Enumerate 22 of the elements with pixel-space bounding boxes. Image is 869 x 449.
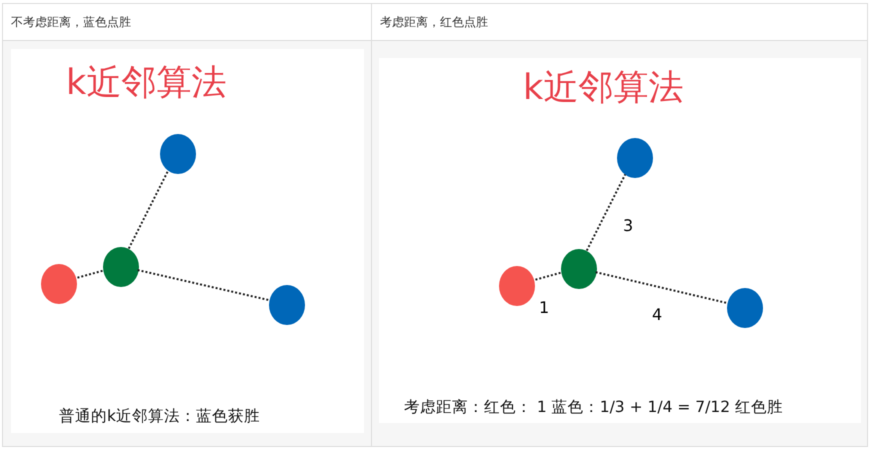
point-circle (561, 249, 597, 289)
slide-caption: 普通的k近邻算法：蓝色获胜 (59, 406, 260, 427)
dotted-connector (586, 174, 626, 251)
table-header: 不考虑距离，蓝色点胜 (3, 4, 371, 41)
point-circle (727, 288, 763, 328)
dotted-connector (137, 269, 269, 301)
dotted-connector (533, 272, 561, 282)
point-circle (617, 138, 653, 178)
point-circle (499, 266, 535, 306)
dotted-connector (128, 170, 170, 249)
point-circle (269, 285, 305, 325)
point-circle (103, 247, 139, 287)
point-circle (41, 264, 77, 304)
point-circle (160, 134, 196, 174)
slide-title: k近邻算法 (66, 62, 226, 105)
slide-panel (379, 58, 861, 423)
dotted-connector (75, 270, 103, 280)
dotted-connector (595, 271, 727, 304)
slide-caption: 考虑距离：红色： 1 蓝色：1/3 + 1/4 = 7/12 红色胜 (404, 397, 784, 418)
slide-title: k近邻算法 (523, 67, 684, 110)
table-header: 考虑距离，红色点胜 (372, 4, 867, 41)
slide-panel (11, 49, 364, 433)
